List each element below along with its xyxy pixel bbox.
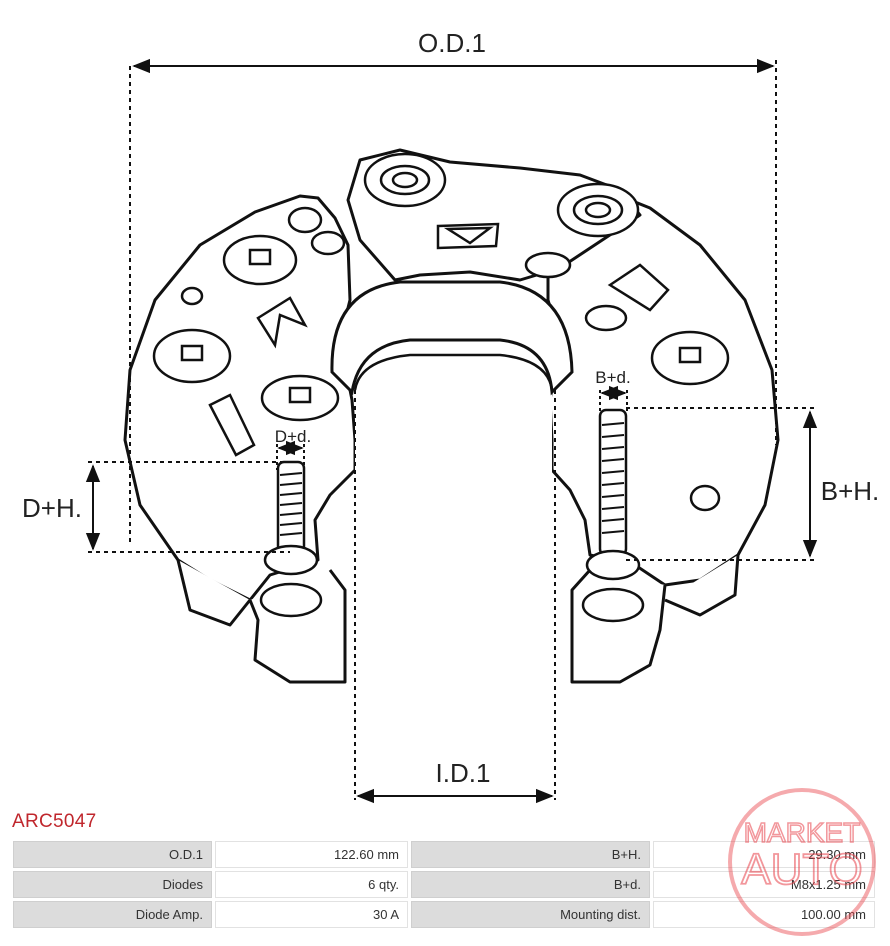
spec-label: Diode Amp.: [13, 901, 212, 928]
spec-value: 6 qty.: [215, 871, 408, 898]
spec-label: B+H.: [411, 841, 650, 868]
spec-value: M8x1.25 mm: [653, 871, 875, 898]
spec-value: 100.00 mm: [653, 901, 875, 928]
part-code: ARC5047: [12, 811, 97, 832]
spec-table: O.D.1 122.60 mm B+H. 29.30 mm Diodes 6 q…: [10, 838, 878, 931]
rectifier-drawing: O.D.1 I.D.1 D+H. D+d. B+H. B+d.: [22, 28, 880, 810]
spec-value: 30 A: [215, 901, 408, 928]
spec-label: Mounting dist.: [411, 901, 650, 928]
table-row: Diodes 6 qty. B+d. M8x1.25 mm: [13, 871, 875, 898]
dimension-lines: [85, 58, 818, 804]
spec-label: O.D.1: [13, 841, 212, 868]
spec-label: B+d.: [411, 871, 650, 898]
table-row: O.D.1 122.60 mm B+H. 29.30 mm: [13, 841, 875, 868]
id1-label: I.D.1: [436, 758, 491, 788]
left-stud: [259, 460, 323, 618]
dd-label: D+d.: [275, 427, 311, 446]
od1-label: O.D.1: [418, 28, 486, 58]
table-row: Diode Amp. 30 A Mounting dist. 100.00 mm: [13, 901, 875, 928]
bh-label: B+H.: [821, 476, 880, 506]
center-arch: [355, 318, 552, 810]
spec-label: Diodes: [13, 871, 212, 898]
bd-label: B+d.: [595, 368, 630, 387]
spec-value: 29.30 mm: [653, 841, 875, 868]
spec-value: 122.60 mm: [215, 841, 408, 868]
dh-label: D+H.: [22, 493, 82, 523]
